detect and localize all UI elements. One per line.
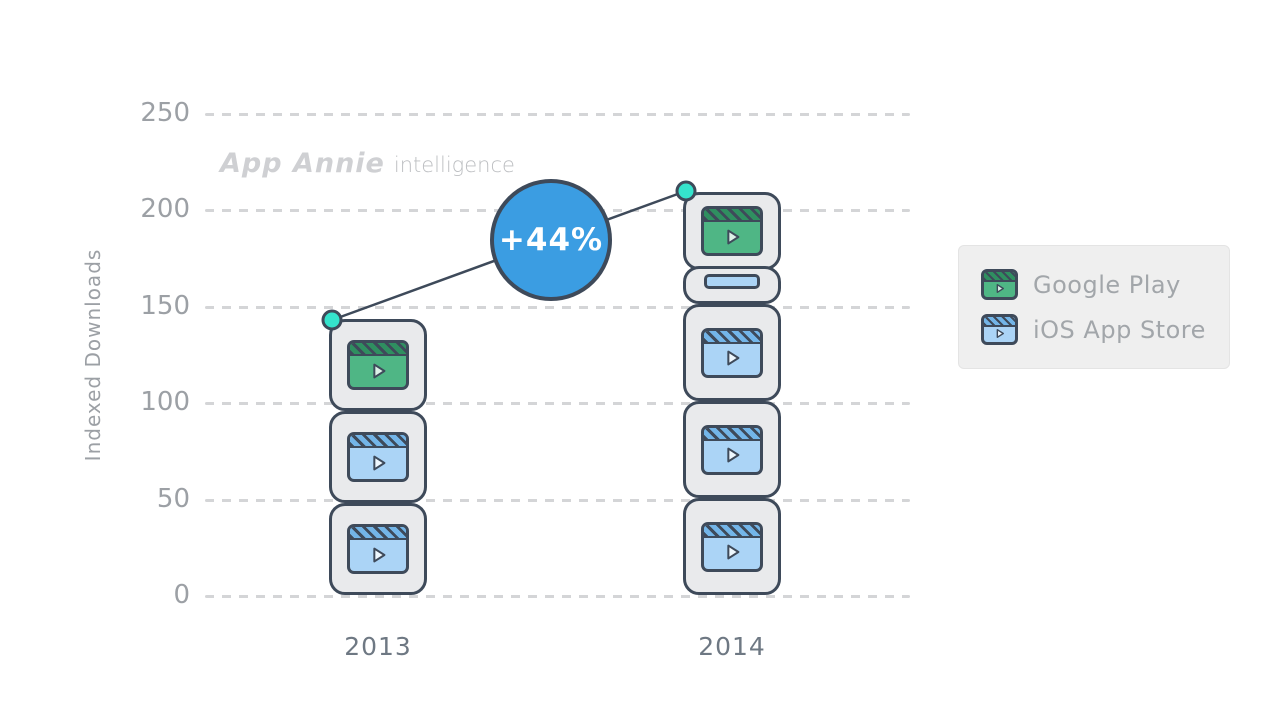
y-tick-100: 100 — [140, 387, 190, 417]
gridline-250 — [205, 113, 910, 116]
y-tick-0: 0 — [173, 580, 190, 610]
video-header-hatch — [704, 330, 760, 344]
x-tick-2013: 2013 — [344, 632, 412, 661]
video-player-icon-blue — [701, 521, 763, 572]
ios-app-store-icon — [981, 314, 1018, 345]
growth-annotation: +44% — [490, 179, 612, 301]
gridline-50 — [205, 499, 910, 502]
google-play-icon — [981, 269, 1018, 300]
y-tick-200: 200 — [140, 194, 190, 224]
video-header-hatch — [984, 272, 1015, 282]
y-tick-50: 50 — [156, 484, 190, 514]
app-icon-block-ios — [329, 411, 427, 503]
video-player-icon-partial — [704, 273, 760, 289]
play-icon — [727, 447, 740, 463]
video-header-hatch — [984, 317, 1015, 327]
app-icon-block-ios — [683, 401, 781, 498]
play-icon — [373, 455, 386, 470]
y-tick-150: 150 — [140, 291, 190, 321]
legend-label: Google Play — [1033, 270, 1181, 299]
growth-annotation-label: +44% — [498, 222, 604, 258]
app-icon-block-ios — [683, 498, 781, 595]
gridline-150 — [205, 306, 910, 309]
gridline-0 — [205, 595, 910, 598]
video-player-icon-blue — [701, 424, 763, 475]
video-header-hatch — [350, 527, 406, 540]
legend: Google Play iOS App Store — [958, 245, 1230, 369]
video-player-icon-blue — [347, 432, 409, 482]
app-icon-block-ios — [683, 304, 781, 401]
bar-2013 — [329, 319, 427, 595]
video-header-hatch — [704, 524, 760, 538]
play-icon — [727, 350, 740, 366]
legend-item-ios-app-store: iOS App Store — [981, 314, 1229, 345]
play-icon — [727, 544, 740, 560]
legend-item-google-play: Google Play — [981, 269, 1229, 300]
video-header-hatch — [350, 435, 406, 448]
play-icon — [727, 229, 740, 244]
video-header-hatch — [350, 343, 406, 356]
video-header-hatch — [704, 427, 760, 441]
app-icon-block-google-play — [683, 192, 781, 270]
app-icon-block-ios — [329, 503, 427, 595]
app-annie-logo: App Annie intelligence — [220, 148, 515, 179]
app-annie-wordmark: App Annie — [220, 148, 385, 179]
play-icon — [373, 547, 386, 562]
legend-label: iOS App Store — [1033, 315, 1206, 344]
x-tick-2014: 2014 — [698, 632, 766, 661]
app-icon-block-ios-partial — [683, 266, 781, 304]
intelligence-label: intelligence — [393, 153, 515, 177]
play-icon — [996, 329, 1004, 338]
gridline-100 — [205, 402, 910, 405]
y-tick-250: 250 — [140, 98, 190, 128]
play-icon — [996, 284, 1004, 293]
app-icon-block-google-play — [329, 319, 427, 411]
play-icon — [373, 363, 386, 378]
video-player-icon-blue — [701, 327, 763, 378]
bar-2014 — [683, 192, 781, 595]
video-player-icon-blue — [347, 524, 409, 574]
video-player-icon-green — [347, 340, 409, 390]
y-axis-title: Indexed Downloads — [81, 248, 105, 462]
video-header-hatch — [704, 209, 760, 222]
video-player-icon-green — [701, 206, 763, 256]
